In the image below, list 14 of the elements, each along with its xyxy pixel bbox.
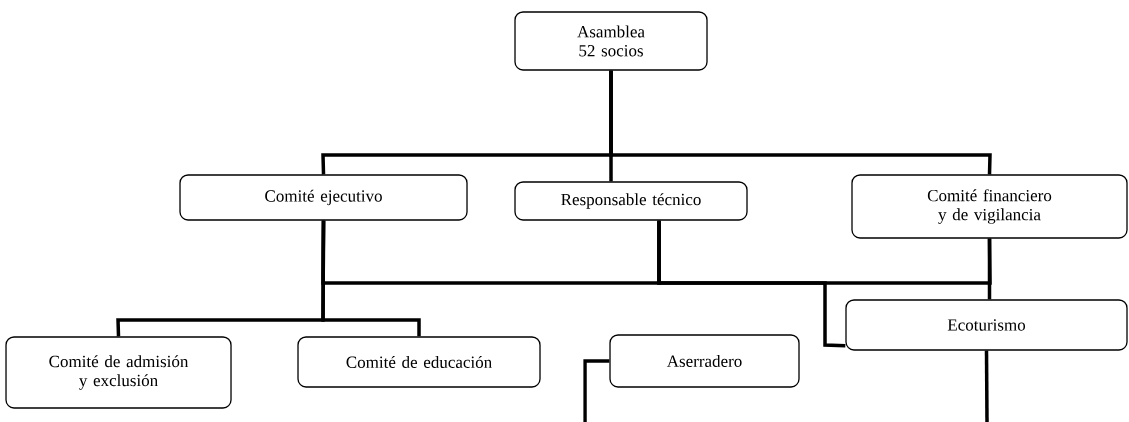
connector-line [583, 359, 610, 422]
org-box: Comité financiero y de vigilancia [851, 174, 1128, 239]
org-box: Asamblea 52 socios [514, 11, 708, 71]
org-box: Comité de admisión y exclusión [5, 336, 232, 409]
org-box: Ecoturismo [845, 299, 1128, 351]
connector-line [657, 220, 846, 348]
org-box: Aserradero [609, 334, 800, 388]
connector-line [984, 350, 989, 422]
connector-line [987, 238, 992, 300]
org-box: Comité ejecutivo [179, 174, 468, 221]
connector-line [609, 70, 992, 175]
connector-line [321, 220, 421, 337]
org-box: Responsable técnico [514, 181, 748, 221]
org-box: Comité de educación [297, 336, 541, 388]
